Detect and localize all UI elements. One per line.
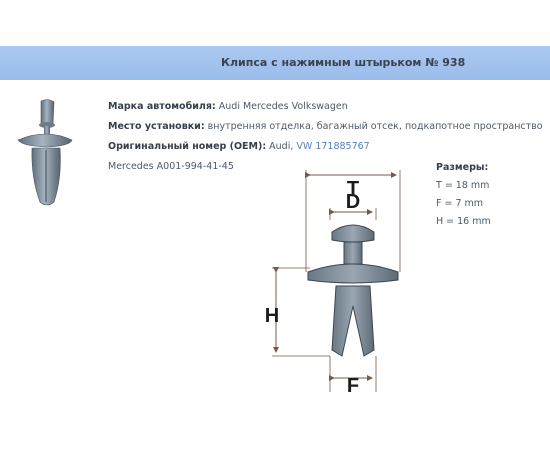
brand-label: Марка автомобиля: <box>108 101 216 112</box>
clip-pin-stem <box>343 241 363 265</box>
page-title: Клипса с нажимным штырьком № 938 <box>221 56 466 69</box>
info-block: Марка автомобиля: Audi Mercedes Volkswag… <box>108 97 543 157</box>
dimensions-heading: Размеры: <box>436 162 489 173</box>
dimensions-block: Размеры: T = 18 mm F = 7 mm H = 16 mm <box>436 159 491 231</box>
location-label: Место установки: <box>108 121 205 132</box>
brand-row: Марка автомобиля: Audi Mercedes Volkswag… <box>108 97 543 117</box>
oem-value-prefix: Audi, <box>269 141 294 152</box>
title-bar: Клипса с нажимным штырьком № 938 <box>0 46 550 80</box>
clip-pin-head <box>331 224 375 243</box>
h-label: H <box>265 305 279 327</box>
oem-label: Оригинальный номер (OEM): <box>108 141 267 152</box>
dimension-h: H = 16 mm <box>436 216 491 227</box>
location-row: Место установки: внутренняя отделка, баг… <box>108 117 543 137</box>
clip-photo <box>17 99 73 206</box>
location-value: внутренняя отделка, багажный отсек, подк… <box>207 121 543 132</box>
oem-row: Оригинальный номер (OEM): Audi, VW 17188… <box>108 137 543 157</box>
d-label: D <box>346 191 360 213</box>
dimension-f: F = 7 mm <box>436 198 484 209</box>
brand-value: Audi Mercedes Volkswagen <box>218 101 348 112</box>
dimension-t: T = 18 mm <box>436 180 490 191</box>
oem-vw-link[interactable]: VW 171885767 <box>296 141 370 152</box>
oem-mercedes: Mercedes A001-994-41-45 <box>108 161 234 172</box>
clip-flange <box>307 263 399 284</box>
clip-legs <box>331 285 375 357</box>
clip-drawing: T D H F <box>265 170 401 397</box>
f-label: F <box>347 375 359 397</box>
t-label: T <box>347 178 359 200</box>
